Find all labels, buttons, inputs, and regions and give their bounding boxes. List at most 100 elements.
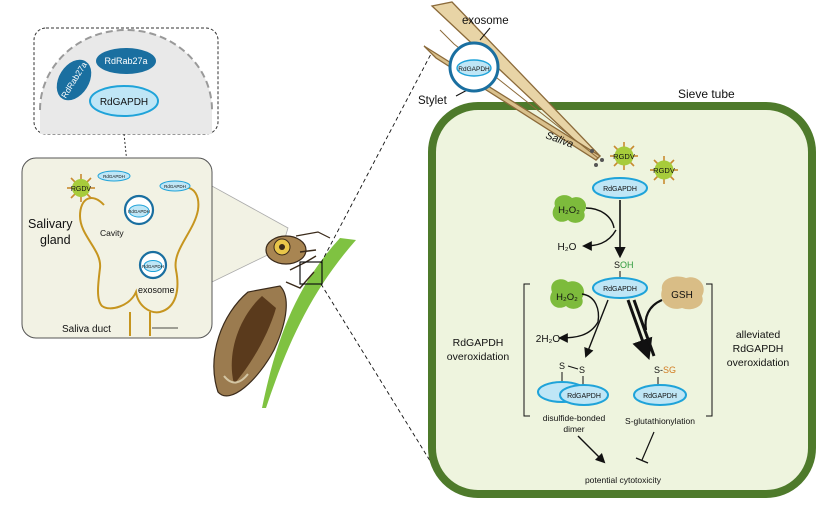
rgdv-sieve-1: RGDV xyxy=(610,142,638,170)
saliva-duct-label: Saliva duct xyxy=(62,324,111,335)
rdrab27a-left xyxy=(56,59,92,101)
rgdv-sieve-2-label: RGDV xyxy=(653,166,675,175)
cavity-exosome-cargo-label: RdGAPDH xyxy=(142,264,164,269)
stylet-exosome-label: exosome xyxy=(462,15,509,27)
insect-wing-shade xyxy=(231,296,276,384)
gland-box xyxy=(21,157,213,339)
h2o2-blob-2 xyxy=(550,279,585,309)
rdgapdh-soh xyxy=(592,277,648,299)
salivary-gland-title-2: gland xyxy=(40,233,71,247)
glutathionylation-arrow-2 xyxy=(632,299,656,357)
gsh-arrow xyxy=(644,298,663,331)
two-h2o-arrow xyxy=(558,321,599,343)
budding-exosome-cargo-label: RdGAPDH xyxy=(128,209,150,214)
glutathionylation-arrow xyxy=(626,299,653,360)
budding-exosome-cargo xyxy=(128,204,150,218)
cytotoxicity-inhibition xyxy=(641,431,655,461)
overox-label-2: overoxidation xyxy=(447,351,510,363)
salivary-gland-panel: Saliva duct Salivary gland Cavity RGDV R… xyxy=(21,157,289,339)
insect-pupil xyxy=(279,244,285,250)
rdgapdh-soh-label: RdGAPDH xyxy=(603,286,637,293)
rdgapdh-released-label: RdGAPDH xyxy=(603,186,637,193)
insect-wing-vein xyxy=(223,373,249,384)
exosome-pointer xyxy=(479,27,491,41)
disulfide-bond xyxy=(567,365,579,370)
stylet-canal xyxy=(439,29,599,159)
stylet-exosome-cargo xyxy=(456,59,492,77)
h2o-label: H₂O xyxy=(558,242,577,253)
alleviated-label-2: RdGAPDH xyxy=(733,343,784,355)
stylet-exosome-cargo-label: RdGAPDH xyxy=(458,66,490,73)
sieve-tube-label: Sieve tube xyxy=(678,87,735,101)
disulfide-arrow xyxy=(584,299,609,358)
disulfide-s-1: S xyxy=(559,361,565,371)
zoom-line-top xyxy=(320,51,433,264)
dimer-label-2: dimer xyxy=(563,424,584,434)
h2o2-label-1: H₂O₂ xyxy=(558,205,580,216)
inhibition-bar xyxy=(635,457,649,464)
salivary-gland-title-1: Salivary xyxy=(28,217,73,231)
dimer-unit-label: RdGAPDH xyxy=(567,393,601,400)
h2o-arrow-1 xyxy=(582,229,617,251)
rdrab27a-top xyxy=(96,48,156,74)
rgdv-sieve-2: RGDV xyxy=(650,156,678,184)
glutathionylation-label: S-glutathionylation xyxy=(625,416,695,426)
rdgapdh-glutathionylated-label: RdGAPDH xyxy=(643,393,677,400)
overox-label-1: RdGAPDH xyxy=(453,337,504,349)
rdgapdh-free-2 xyxy=(159,180,191,192)
ssg-s: S- xyxy=(654,365,663,375)
gsh-blob xyxy=(661,276,704,310)
insect-leg-middle xyxy=(285,271,315,289)
rgdv-sieve-1-label: RGDV xyxy=(613,152,635,161)
sieve-tube-wall xyxy=(428,102,816,498)
alleviated-bracket xyxy=(706,283,713,417)
rdgapdh-free-2-label: RdGAPDH xyxy=(164,184,186,189)
cavity-label: Cavity xyxy=(100,228,124,238)
dimer-unit-2 xyxy=(559,384,609,406)
h2o2-arrow-2 xyxy=(581,293,600,323)
cytotoxicity-label: potential cytotoxicity xyxy=(585,475,662,485)
inset-membrane xyxy=(39,29,213,111)
rdgapdh-free-1-label: RdGAPDH xyxy=(103,174,125,179)
saliva-dot xyxy=(590,149,594,153)
ssg-sg: SG xyxy=(663,365,676,375)
rdgapdh-inset-label: RdGAPDH xyxy=(100,97,148,108)
disulfide-s-2: S xyxy=(579,365,585,375)
saliva-dot xyxy=(594,163,598,167)
cytotoxicity-arrow xyxy=(577,435,606,464)
rdgapdh-free-1 xyxy=(97,170,131,182)
stylet: Stylet Saliva exosome RdGAPDH xyxy=(418,1,602,161)
rdgapdh-glutathionylated xyxy=(633,384,687,406)
stylet-label: Stylet xyxy=(418,95,448,107)
inset-vesicle-interior xyxy=(40,30,212,134)
h2o2-blob-1 xyxy=(552,195,587,223)
h2o2-arrow-1 xyxy=(585,207,615,229)
rgdv-gland-label: RGDV xyxy=(71,186,92,193)
saliva-dot xyxy=(600,158,604,162)
rdgapdh-released xyxy=(592,177,648,199)
alleviated-label-3: overoxidation xyxy=(727,357,790,369)
leaf-blade xyxy=(262,238,356,408)
dimer-label-1: disulfide-bonded xyxy=(543,413,606,423)
gsh-label: GSH xyxy=(671,290,693,301)
gland-outline xyxy=(78,186,200,314)
zoom-line-bottom xyxy=(320,283,433,465)
zoom-cone xyxy=(211,185,289,283)
two-h2o-label: 2H₂O xyxy=(536,334,561,345)
zoom-box xyxy=(299,261,323,285)
alleviated-label-1: alleviated xyxy=(736,329,781,341)
soh-oh: OH xyxy=(620,260,634,270)
cavity-exosome-cargo xyxy=(143,260,163,272)
rdrab27a-top-label: RdRab27a xyxy=(104,56,147,66)
soh-s: S xyxy=(614,260,620,270)
overox-bracket xyxy=(523,283,530,417)
insect-stylet xyxy=(299,249,317,253)
h2o2-label-2: H₂O₂ xyxy=(556,292,578,303)
exosome-inset: RdRab27a RdRab27a RdGAPDH xyxy=(33,27,219,135)
exosome-gland-label: exosome xyxy=(138,285,175,295)
sieve-tube-panel: Sieve tube Stylet Saliva exosome RdGAPDH xyxy=(418,1,816,498)
insect-antenna xyxy=(295,231,331,239)
rdgapdh-inset xyxy=(89,85,159,117)
rgdv-gland: RGDV xyxy=(67,174,95,202)
